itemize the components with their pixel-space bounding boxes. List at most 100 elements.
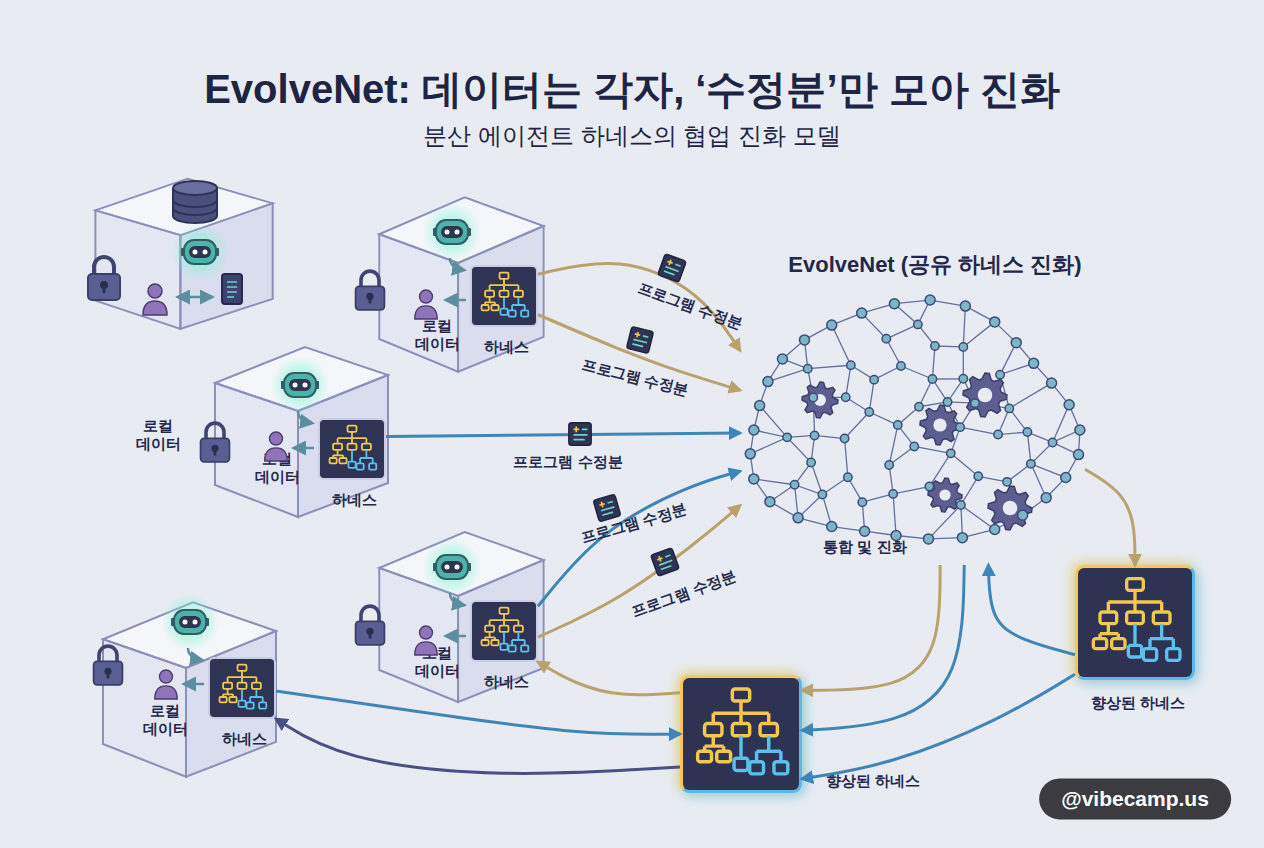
node-label: 하네스 — [484, 673, 529, 691]
network-dot — [844, 473, 852, 481]
network-link — [808, 365, 851, 368]
gear-hole — [1003, 501, 1018, 516]
gear-body — [988, 486, 1032, 530]
edge-label: 프로그램 수정분 — [629, 566, 738, 621]
robot-arrow — [450, 593, 464, 605]
network-dot — [842, 393, 850, 401]
network-link — [914, 446, 951, 453]
gear-hole — [933, 418, 946, 431]
network-dot — [755, 401, 765, 411]
person-icon — [155, 670, 177, 699]
flow-arrow — [276, 719, 680, 773]
flow-arrow — [538, 471, 740, 606]
network-dot — [870, 375, 878, 383]
patch-note-icon — [626, 326, 653, 353]
data-cube — [95, 179, 272, 329]
network-dot — [865, 408, 873, 416]
network-link — [889, 425, 898, 465]
harness-tree — [1093, 579, 1180, 661]
lock-icon — [356, 271, 385, 310]
flow-arrow — [538, 662, 680, 695]
network-dot — [959, 343, 967, 351]
node-label: 하네스 — [332, 491, 377, 509]
harness-box: 하네스 — [470, 265, 538, 327]
robot-arrow — [450, 258, 464, 270]
cube-shape — [379, 532, 543, 702]
patch-note-icon — [658, 254, 687, 283]
edge-label: 프로그램 수정분 — [579, 500, 689, 548]
gear — [988, 486, 1032, 530]
network-dot — [804, 364, 812, 372]
person-arrow — [446, 299, 466, 302]
robot-icon — [423, 538, 481, 596]
network-dot — [847, 361, 855, 369]
network-link — [932, 346, 935, 379]
network-dot — [957, 533, 967, 543]
network-dot — [1018, 510, 1028, 520]
gear-hole — [939, 489, 950, 500]
network-dot — [943, 398, 951, 406]
network-dot — [809, 393, 817, 401]
node-label: 통합 및 진화 — [823, 538, 906, 556]
node-label: 향상된 하네스 — [1091, 694, 1185, 712]
network-dot — [885, 461, 893, 469]
gear-hole — [978, 388, 993, 403]
harness-tree — [220, 665, 267, 709]
harness-box: 하네스 — [208, 657, 276, 719]
lock-icon — [94, 646, 123, 685]
network-dot — [925, 482, 933, 490]
robot-icon — [171, 223, 229, 281]
network-link — [811, 463, 822, 495]
network-dot — [818, 490, 826, 498]
network-link — [787, 437, 811, 462]
flow-arrow — [276, 691, 680, 734]
network-dot — [1041, 493, 1051, 503]
harness-tree — [482, 608, 529, 652]
network-dot — [923, 534, 933, 544]
network-dot — [889, 299, 899, 309]
flow-arrow — [1085, 469, 1135, 565]
network-dot — [827, 320, 837, 330]
node-label: EvolveNet (공유 하네스 진화) — [788, 252, 1081, 278]
network-link — [832, 325, 851, 365]
network-link — [1009, 383, 1051, 408]
evolvenet-brain: EvolveNet (공유 하네스 진화) 통합 및 진화 — [740, 235, 1085, 565]
network-link — [754, 479, 795, 485]
network-dot — [840, 434, 848, 442]
network-dot — [793, 513, 803, 523]
flow-arrow — [802, 565, 964, 730]
network-dot — [1064, 400, 1074, 410]
harness-box: 하네스 — [318, 418, 386, 480]
cube-shape — [103, 602, 276, 776]
network-link — [951, 453, 979, 476]
network-dot — [783, 433, 791, 441]
robot-icon — [161, 593, 219, 651]
improved-harness-box: 향상된 하네스 — [1075, 565, 1195, 680]
cube-shape — [379, 197, 543, 371]
network-dot — [956, 423, 964, 431]
watermark: @vibecamp.us — [1039, 778, 1231, 819]
title: EvolveNet: 데이터는 각자, ‘수정분’만 모아 진화 — [0, 62, 1264, 117]
network-dot — [1011, 338, 1021, 348]
network-dot — [897, 362, 905, 370]
improved-harness-box: 향상된 하네스 — [680, 675, 802, 793]
brain-network — [740, 235, 1085, 565]
network-dot — [928, 375, 936, 383]
network-dot — [996, 370, 1004, 378]
network-link — [893, 494, 896, 536]
network-dot — [1048, 438, 1056, 446]
person-icon — [415, 626, 437, 655]
robot-arrow — [188, 648, 202, 660]
network-dot — [1023, 428, 1031, 436]
network-link — [963, 306, 965, 347]
network-link — [760, 406, 788, 438]
network-link — [961, 476, 978, 505]
network-dot — [1005, 404, 1013, 412]
network-dot — [889, 490, 897, 498]
patch-note-icon — [593, 494, 621, 522]
patch-note-icon — [569, 423, 591, 445]
network-dot — [745, 449, 755, 459]
network-dot — [800, 335, 810, 345]
node-label: 하네스 — [484, 338, 529, 356]
